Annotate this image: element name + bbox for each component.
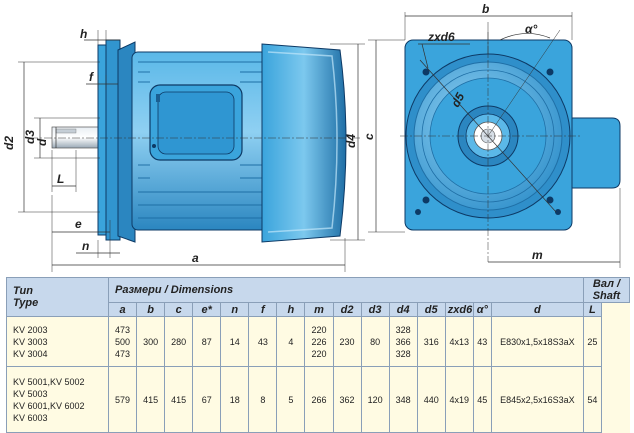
cell-value: 328 [395, 324, 411, 335]
cell-zxd6: 4x19 [444, 366, 474, 433]
cell-value: 500 [115, 336, 131, 347]
shaft-key [55, 128, 77, 134]
front-view-dimensions: b α° zxd6 d5 c m [362, 2, 621, 268]
cell-d4: 328 366 328 [388, 316, 418, 367]
type-header: Tun Type [6, 277, 109, 317]
col-header-d3: d3 [360, 302, 390, 317]
dim-label-zxd6: zxd6 [427, 30, 455, 44]
cell-a: 579 [107, 366, 138, 433]
dim-label-d4: d4 [344, 134, 358, 148]
cell-shaft-d: E830x1,5x18S3aX [490, 316, 584, 367]
fan-cowl [261, 43, 347, 243]
type-name: KV 3003 [13, 336, 48, 347]
cell-alpha: 45 [472, 366, 492, 433]
dimension-table: Tun Type Размери / Dimensions Вал / Shaf… [6, 277, 631, 433]
cell-value: 220 [311, 348, 327, 359]
motor-front-view [400, 32, 621, 262]
col-header-d4: d4 [388, 302, 418, 317]
cell-alpha: 43 [472, 316, 492, 367]
cell-f: 8 [248, 366, 278, 433]
cell-d3: 80 [360, 316, 390, 367]
flange-bolt-holes [415, 68, 561, 215]
cell-e: 67 [192, 366, 222, 433]
col-header-h: h [276, 302, 306, 317]
dim-label-m: m [532, 248, 543, 262]
cell-zxd6: 4x13 [444, 316, 474, 367]
col-header-c: c [164, 302, 194, 317]
type-name: KV 3004 [13, 348, 48, 359]
cell-m: 266 [304, 366, 334, 433]
dim-label-alpha: α° [525, 22, 537, 36]
cell-b: 415 [136, 366, 166, 433]
col-header-alpha: α° [472, 302, 492, 317]
col-header-L: L [582, 302, 602, 317]
type-header-line-2: Type [13, 297, 39, 309]
cooling-fins [138, 61, 265, 219]
dim-label-d3: d3 [23, 130, 37, 144]
type-name: KV 2003 [13, 324, 48, 335]
cell-e: 87 [192, 316, 222, 367]
cell-value: 226 [311, 336, 327, 347]
cell-a: 473 500 473 [107, 316, 138, 367]
cell-h: 5 [276, 366, 306, 433]
cell-value: 473 [115, 324, 131, 335]
cell-shaft-L: 54 [582, 366, 602, 433]
col-header-f: f [248, 302, 278, 317]
cell-b: 300 [136, 316, 166, 367]
col-header-d2: d2 [332, 302, 362, 317]
col-header-d: d [490, 302, 584, 317]
col-header-a: a [107, 302, 138, 317]
cell-c: 415 [164, 366, 194, 433]
dim-label-e: e [75, 217, 82, 231]
dim-label-h: h [80, 27, 87, 41]
dim-label-b: b [482, 2, 489, 16]
type-name: KV 5001,KV 5002 [13, 376, 85, 387]
dim-label-a: a [192, 251, 199, 265]
cell-value: 366 [395, 336, 411, 347]
cell-h: 4 [276, 316, 306, 367]
dim-label-n: n [82, 239, 89, 253]
dim-label-d5: d5 [448, 90, 467, 109]
motor-dimension-drawing: h f d2 d3 d L e n [2, 2, 621, 272]
cell-n: 14 [220, 316, 250, 367]
col-header-b: b [136, 302, 166, 317]
cell-value: 473 [115, 348, 131, 359]
cell-shaft-d: E845x2,5x16S3aX [490, 366, 584, 433]
col-header-zxd6: zxd6 [444, 302, 474, 317]
dim-label-d: d [35, 138, 49, 146]
dim-label-c: c [362, 133, 376, 140]
cell-c: 280 [164, 316, 194, 367]
cell-shaft-L: 25 [582, 316, 602, 367]
cell-d4: 348 [388, 366, 418, 433]
cell-d3: 120 [360, 366, 390, 433]
dim-label-f: f [89, 70, 94, 84]
cell-d5: 440 [416, 366, 446, 433]
table-row: KV 2003 KV 3003 KV 3004 473 500 473 300 … [6, 316, 630, 367]
type-cell: KV 5001,KV 5002 KV 5003 KV 6001,KV 6002 … [6, 366, 109, 433]
cell-value: 220 [311, 324, 327, 335]
type-name: KV 5003 [13, 388, 48, 399]
col-header-d5: d5 [416, 302, 446, 317]
shaft-header: Вал / Shaft [582, 277, 631, 303]
cell-d5: 316 [416, 316, 446, 367]
type-name: KV 6003 [13, 412, 48, 423]
dim-label-d2: d2 [2, 136, 16, 150]
cell-value: 328 [395, 348, 411, 359]
cell-m: 220 226 220 [304, 316, 334, 367]
cell-d2: 362 [332, 366, 362, 433]
type-cell: KV 2003 KV 3003 KV 3004 [6, 316, 109, 367]
dimensions-header: Размери / Dimensions [108, 277, 584, 303]
col-header-e: e* [192, 302, 222, 317]
col-header-m: m [304, 302, 334, 317]
table-row: KV 5001,KV 5002 KV 5003 KV 6001,KV 6002 … [6, 366, 630, 433]
type-header-line-1: Tun [13, 285, 33, 297]
cell-f: 43 [248, 316, 278, 367]
cell-d2: 230 [332, 316, 362, 367]
motor-side-view [30, 39, 360, 243]
type-name: KV 6001,KV 6002 [13, 400, 85, 411]
cell-n: 18 [220, 366, 250, 433]
side-view-dimensions: h f d2 d3 d L e n [2, 27, 365, 272]
col-header-n: n [220, 302, 250, 317]
dim-label-L: L [57, 172, 64, 186]
